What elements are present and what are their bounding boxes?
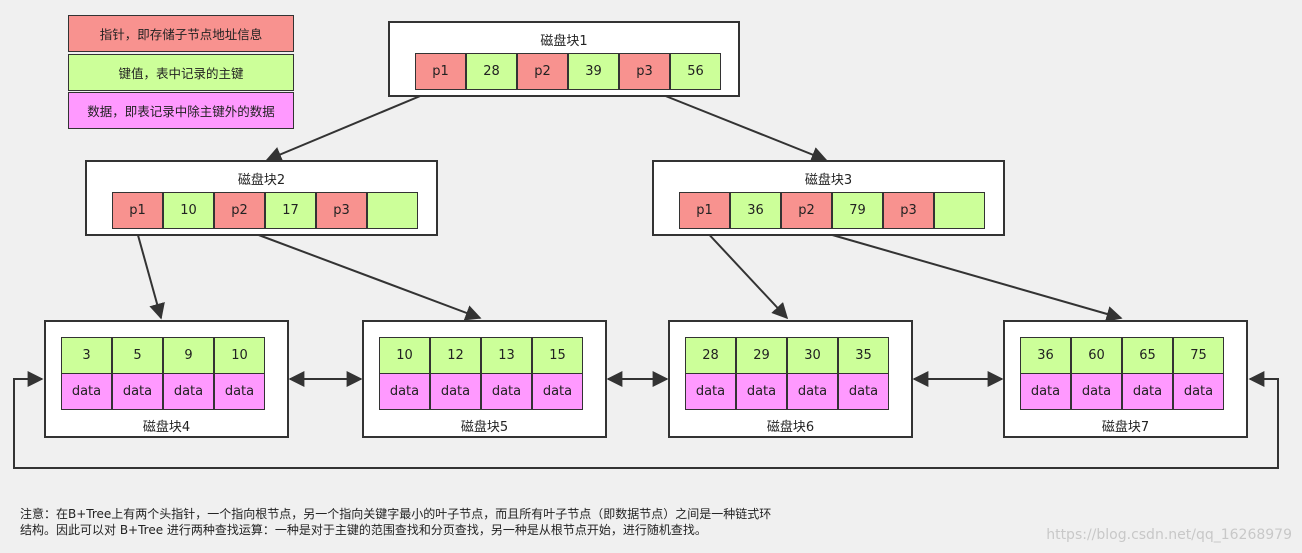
key-cell: 15 xyxy=(532,337,583,374)
data-cell: data xyxy=(214,373,265,410)
disk-block-1: 磁盘块1 p1 28 p2 39 p3 56 xyxy=(388,21,740,97)
key-cell: 10 xyxy=(379,337,430,374)
arrow-b3-to-b6 xyxy=(702,227,789,320)
block-title: 磁盘块4 xyxy=(142,420,191,435)
arrow-b3-to-b7 xyxy=(807,227,1123,322)
pointer-cell: p3 xyxy=(619,53,670,90)
key-cell: 79 xyxy=(832,192,883,229)
data-cell: data xyxy=(481,373,532,410)
key-cell xyxy=(367,192,418,229)
key-cell xyxy=(934,192,985,229)
legend-key: 键值，表中记录的主键 xyxy=(68,54,294,91)
disk-block-5: 10 12 13 15 data data data data 磁盘块5 xyxy=(362,320,607,438)
data-cell: data xyxy=(838,373,889,410)
key-cell: 17 xyxy=(265,192,316,229)
footnote-line-2: 结构。因此可以对 B+Tree 进行两种查找运算：一种是对于主键的范围查找和分页… xyxy=(20,523,707,537)
key-cell: 5 xyxy=(112,337,163,374)
disk-block-7: 36 60 65 75 data data data data 磁盘块7 xyxy=(1003,320,1248,438)
legend-pointer: 指针，即存储子节点地址信息 xyxy=(68,15,294,52)
data-cell: data xyxy=(1122,373,1173,410)
pointer-cell: p1 xyxy=(112,192,163,229)
data-cell: data xyxy=(1173,373,1224,410)
block-title: 磁盘块5 xyxy=(460,420,509,435)
block-title: 磁盘块3 xyxy=(804,173,853,188)
block-title: 磁盘块2 xyxy=(237,173,286,188)
data-cell: data xyxy=(430,373,481,410)
pointer-cell: p2 xyxy=(517,53,568,90)
data-cell: data xyxy=(685,373,736,410)
data-cell: data xyxy=(1071,373,1122,410)
key-cell: 28 xyxy=(685,337,736,374)
pointer-cell: p3 xyxy=(883,192,934,229)
pointer-cell: p3 xyxy=(316,192,367,229)
key-cell: 60 xyxy=(1071,337,1122,374)
data-cell: data xyxy=(379,373,430,410)
key-cell: 10 xyxy=(214,337,265,374)
key-cell: 39 xyxy=(568,53,619,90)
key-cell: 36 xyxy=(1020,337,1071,374)
data-cell: data xyxy=(532,373,583,410)
pointer-cell: p1 xyxy=(679,192,730,229)
pointer-cell: p1 xyxy=(415,53,466,90)
legend-data: 数据，即表记录中除主键外的数据 xyxy=(68,92,294,129)
key-cell: 12 xyxy=(430,337,481,374)
disk-block-3: 磁盘块3 p1 36 p2 79 p3 xyxy=(652,160,1005,236)
pointer-cell: p2 xyxy=(781,192,832,229)
disk-block-6: 28 29 30 35 data data data data 磁盘块6 xyxy=(668,320,913,438)
watermark: https://blog.csdn.net/qq_16268979 xyxy=(1046,527,1292,543)
data-cell: data xyxy=(736,373,787,410)
data-cell: data xyxy=(112,373,163,410)
data-cell: data xyxy=(1020,373,1071,410)
key-cell: 29 xyxy=(736,337,787,374)
pointer-cell: p2 xyxy=(214,192,265,229)
disk-block-2: 磁盘块2 p1 10 p2 17 p3 xyxy=(85,160,438,236)
data-cell: data xyxy=(787,373,838,410)
footnote-line-1: 注意：在B+Tree上有两个头指针，一个指向根节点，另一个指向关键字最小的叶子节… xyxy=(20,507,772,521)
key-cell: 28 xyxy=(466,53,517,90)
data-cell: data xyxy=(163,373,214,410)
key-cell: 35 xyxy=(838,337,889,374)
block-title: 磁盘块6 xyxy=(766,420,815,435)
key-cell: 13 xyxy=(481,337,532,374)
block-title: 磁盘块1 xyxy=(540,34,588,49)
key-cell: 56 xyxy=(670,53,721,90)
key-cell: 75 xyxy=(1173,337,1224,374)
key-cell: 10 xyxy=(163,192,214,229)
data-cell: data xyxy=(61,373,112,410)
key-cell: 36 xyxy=(730,192,781,229)
disk-block-4: 3 5 9 10 data data data data 磁盘块4 xyxy=(44,320,289,438)
arrow-b2-to-b4 xyxy=(135,227,165,320)
key-cell: 65 xyxy=(1122,337,1173,374)
key-cell: 30 xyxy=(787,337,838,374)
arrow-b1-to-b3 xyxy=(647,88,828,163)
arrow-b2-to-b5 xyxy=(239,227,482,321)
key-cell: 3 xyxy=(61,337,112,374)
ring-link-b7-to-b4 xyxy=(13,371,1279,469)
footnote: 注意：在B+Tree上有两个头指针，一个指向根节点，另一个指向关键字最小的叶子节… xyxy=(20,506,920,538)
key-cell: 9 xyxy=(163,337,214,374)
arrow-b1-to-b2 xyxy=(265,88,438,162)
block-title: 磁盘块7 xyxy=(1101,420,1150,435)
